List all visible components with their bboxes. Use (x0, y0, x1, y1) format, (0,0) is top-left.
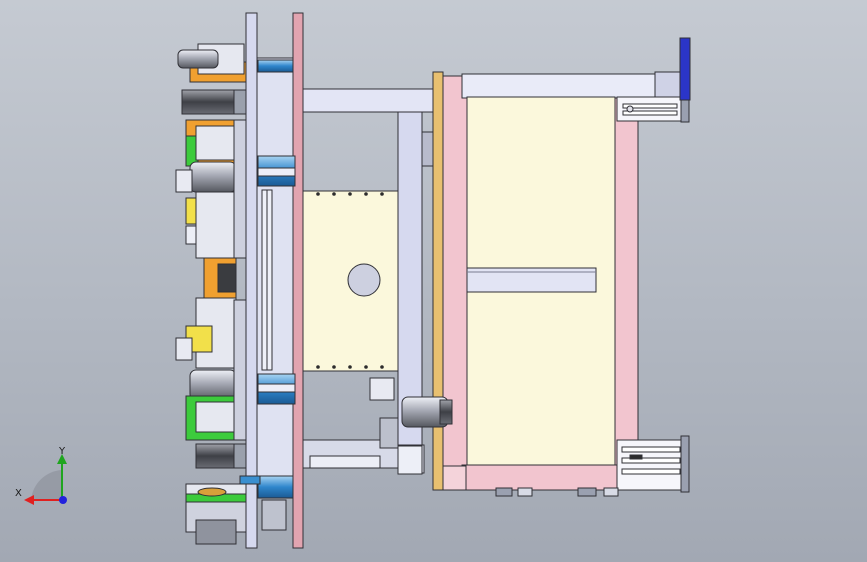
model-part (316, 192, 320, 196)
model-part (439, 399, 453, 425)
lower-bracket-tab (680, 435, 690, 493)
blue-handle (679, 37, 691, 101)
model-part (195, 519, 237, 545)
model-part (495, 487, 513, 497)
model-part (257, 167, 296, 177)
model-part (233, 119, 247, 259)
top-cylinder (177, 49, 219, 69)
model-part (332, 365, 336, 369)
model-part (621, 457, 681, 464)
model-part (332, 192, 336, 196)
gold-parting-plate (432, 71, 444, 491)
model-part (621, 468, 681, 475)
model-part (603, 487, 619, 497)
model-part (380, 192, 384, 196)
model-part (626, 105, 634, 113)
triad-shadow (31, 470, 62, 500)
x-axis-arrow-icon (24, 495, 34, 505)
model-part (348, 365, 352, 369)
model-part (517, 487, 533, 497)
right-frame-top-bar (461, 73, 683, 99)
y-axis-label: Y (58, 446, 66, 457)
model-part (309, 455, 381, 469)
bottom-gear (197, 487, 227, 497)
model-part (364, 192, 368, 196)
model-part (195, 125, 237, 161)
x-axis-label: X (15, 488, 22, 499)
model-part (369, 377, 395, 401)
model-part (364, 365, 368, 369)
model-part (629, 454, 643, 460)
y-axis-arrow-icon (57, 454, 67, 464)
model-part (217, 263, 237, 293)
model-part (195, 401, 237, 433)
center-hole (347, 263, 381, 297)
model-part (380, 365, 384, 369)
model-part (261, 499, 287, 531)
model-part (622, 103, 678, 109)
model-part (316, 365, 320, 369)
model-part (379, 417, 399, 449)
guide-rail-bottom (257, 475, 294, 499)
guide-rail-top (257, 59, 294, 73)
model-part (316, 192, 384, 369)
model-part (621, 446, 681, 453)
model-part (175, 169, 193, 193)
model-part (397, 445, 423, 475)
model-part (233, 299, 247, 441)
model-part (257, 383, 296, 393)
model-part (239, 475, 261, 485)
model-part (233, 89, 247, 115)
model-part (622, 110, 678, 116)
model-part (421, 131, 434, 167)
model-part (175, 337, 193, 361)
model-part (348, 192, 352, 196)
bottom-cross-bar (461, 464, 641, 491)
model-part (233, 443, 247, 469)
model-part (577, 487, 597, 497)
z-axis-origin-icon (59, 496, 67, 504)
